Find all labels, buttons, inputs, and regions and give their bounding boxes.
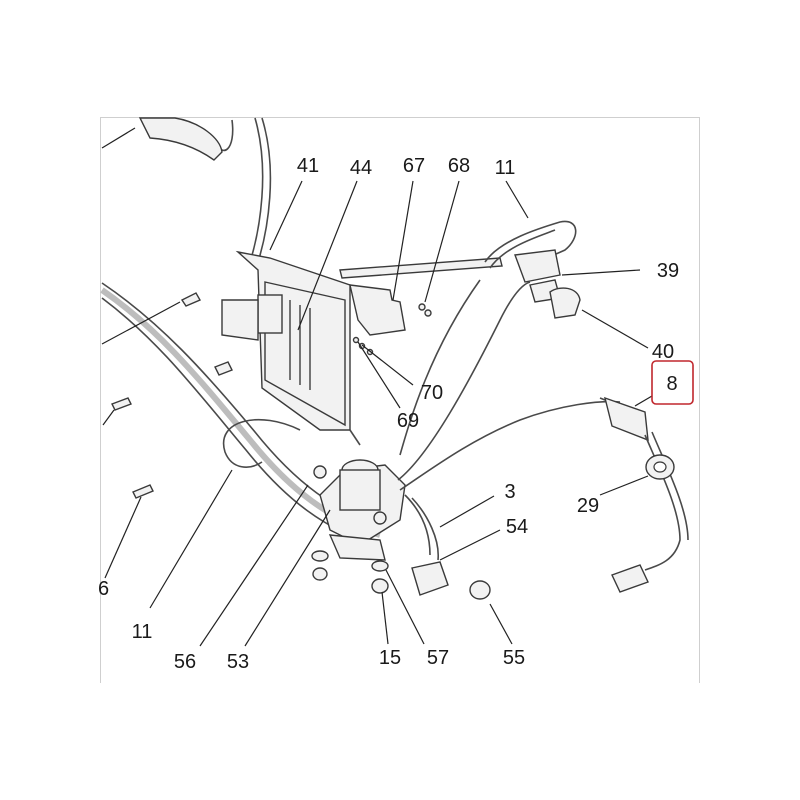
- highlighted-callout-8[interactable]: 8: [651, 360, 694, 405]
- upper-right-switch: [484, 220, 581, 319]
- callout-57: 57: [427, 647, 449, 669]
- connector-harness-8: [599, 396, 689, 593]
- callout-11-top: 11: [495, 157, 516, 179]
- diagram-panel: [100, 117, 700, 683]
- callout-68: 68: [448, 155, 470, 177]
- lower-wire-loop: [222, 418, 361, 468]
- wire-harness: [397, 279, 621, 596]
- callout-67: 67: [403, 155, 425, 177]
- callout-8: 8: [666, 373, 677, 395]
- callout-15: 15: [379, 647, 401, 669]
- highlight-box: [651, 360, 694, 405]
- controller-box: [221, 250, 351, 431]
- leader-lines: [101, 180, 653, 647]
- callout-labels: 41 44 67 68 11 39 40 70 69 3 54 29 11 56…: [98, 155, 679, 673]
- callout-55: 55: [503, 647, 525, 669]
- callout-56: 56: [174, 651, 196, 673]
- callout-40: 40: [652, 341, 674, 363]
- callout-39: 39: [657, 260, 679, 282]
- callout-3: 3: [504, 481, 515, 503]
- callout-70: 70: [421, 382, 443, 404]
- top-left-partial-part: [101, 117, 223, 161]
- callout-29: 29: [577, 495, 599, 517]
- callout-69: 69: [397, 410, 419, 432]
- callout-6-partial: 6: [98, 578, 109, 600]
- callout-54: 54: [506, 516, 528, 538]
- sensor-bracket: [339, 257, 503, 356]
- callout-53: 53: [227, 651, 249, 673]
- bolts-left: [111, 292, 233, 499]
- solenoid-assembly: [313, 459, 406, 561]
- hardware-nuts: [311, 550, 491, 600]
- callout-11-bottom: 11: [132, 621, 153, 643]
- callout-41: 41: [297, 155, 319, 177]
- callout-44: 44: [350, 157, 372, 179]
